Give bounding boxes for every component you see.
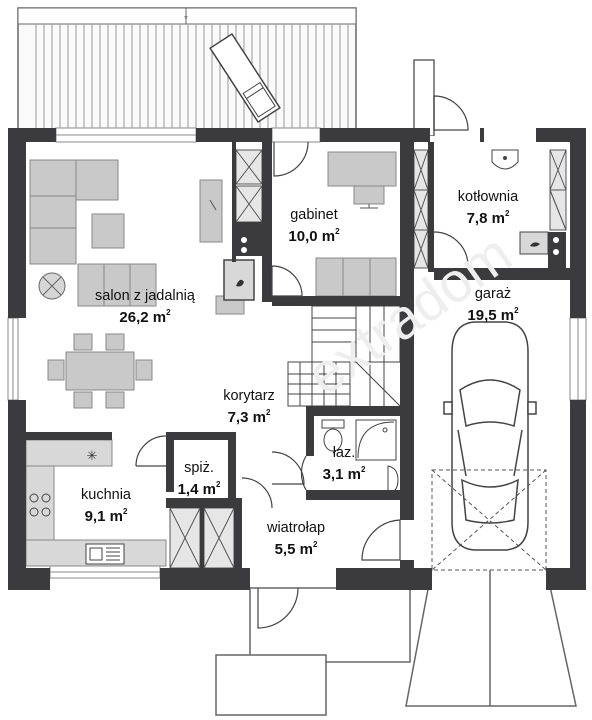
room-area-sup-garaz: 2 xyxy=(514,305,519,315)
room-area-salon: 26,2 m xyxy=(119,308,167,326)
room-area-korytarz: 7,3 m xyxy=(227,408,266,426)
room-name-korytarz: korytarz xyxy=(223,388,275,404)
car-icon xyxy=(443,321,537,551)
fireplace xyxy=(215,259,255,315)
floor-lamp-icon xyxy=(38,272,66,300)
room-name-kotlownia: kotłownia xyxy=(457,189,519,205)
room-area-lazienka: 3,1 m xyxy=(322,465,361,483)
chimney-details xyxy=(241,237,559,255)
room-area-gabinet: 10,0 m xyxy=(288,227,336,245)
room-name-gabinet: gabinet xyxy=(290,207,338,223)
boiler-sink-icon xyxy=(491,149,519,170)
doors xyxy=(135,95,469,629)
sun-lounger xyxy=(209,32,281,124)
room-area-sup-kuchnia: 2 xyxy=(122,506,128,516)
tv-cabinet xyxy=(199,179,223,243)
room-area-sup-lazienka: 2 xyxy=(360,464,366,474)
room-label-kotlownia: kotłownia 7,8 m2 xyxy=(438,190,538,226)
room-area-sup-kotlownia: 2 xyxy=(504,208,510,218)
room-area-sup-spizarnia: 2 xyxy=(215,479,221,489)
room-area-sup-wiatrolap: 2 xyxy=(312,539,318,549)
room-label-garaz: garaż 19,5 m2 xyxy=(448,287,538,323)
terrace: * xyxy=(17,7,357,139)
boiler-icon xyxy=(519,231,549,255)
room-area-wiatrolap: 5,5 m xyxy=(274,540,313,558)
staircase xyxy=(287,305,401,407)
salon-sofa xyxy=(29,159,157,307)
room-name-wiatrolap: wiatrołap xyxy=(266,520,326,536)
room-area-spizarnia: 1,4 m xyxy=(177,480,216,498)
room-name-spizarnia: spiż. xyxy=(184,460,214,476)
kitchen-star: ✳ xyxy=(87,448,98,463)
room-area-kotlownia: 7,8 m xyxy=(466,209,505,227)
room-area-sup-korytarz: 2 xyxy=(265,407,271,417)
bathroom-fixtures xyxy=(321,419,399,495)
room-area-garaz: 19,5 m xyxy=(467,306,515,324)
room-name-lazienka: łaz. xyxy=(332,445,356,461)
sink-icon xyxy=(85,543,125,565)
room-name-garaz: garaż xyxy=(474,286,512,302)
room-label-korytarz: korytarz 7,3 m2 xyxy=(206,389,292,425)
room-name-kuchnia: kuchnia xyxy=(81,487,131,503)
stove-icon xyxy=(29,493,51,517)
room-label-lazienka: łaz. 3,1 m2 xyxy=(308,446,380,482)
walls xyxy=(8,128,586,590)
terrace-decking xyxy=(35,24,349,130)
wardrobes xyxy=(169,149,567,569)
dining-table xyxy=(47,333,153,409)
room-name-salon: salon z jadalnią xyxy=(95,288,195,304)
coffee-table xyxy=(91,213,125,249)
room-area-sup-gabinet: 2 xyxy=(335,226,340,236)
svg-text:*: * xyxy=(184,14,188,25)
room-label-gabinet: gabinet 10,0 m2 xyxy=(272,208,356,244)
room-area-kuchnia: 9,1 m xyxy=(84,507,123,525)
room-label-spizarnia: spiż. 1,4 m2 xyxy=(166,461,232,497)
entrance-path xyxy=(215,587,411,716)
office-desk xyxy=(327,151,397,209)
garage-door xyxy=(431,469,547,571)
office-sofa xyxy=(315,257,397,297)
room-label-wiatrolap: wiatrołap 5,5 m2 xyxy=(250,521,342,557)
room-label-kuchnia: kuchnia 9,1 m2 xyxy=(60,488,152,524)
room-area-sup-salon: 2 xyxy=(166,307,171,317)
room-label-salon: salon z jadalnią 26,2 m2 xyxy=(62,289,228,325)
